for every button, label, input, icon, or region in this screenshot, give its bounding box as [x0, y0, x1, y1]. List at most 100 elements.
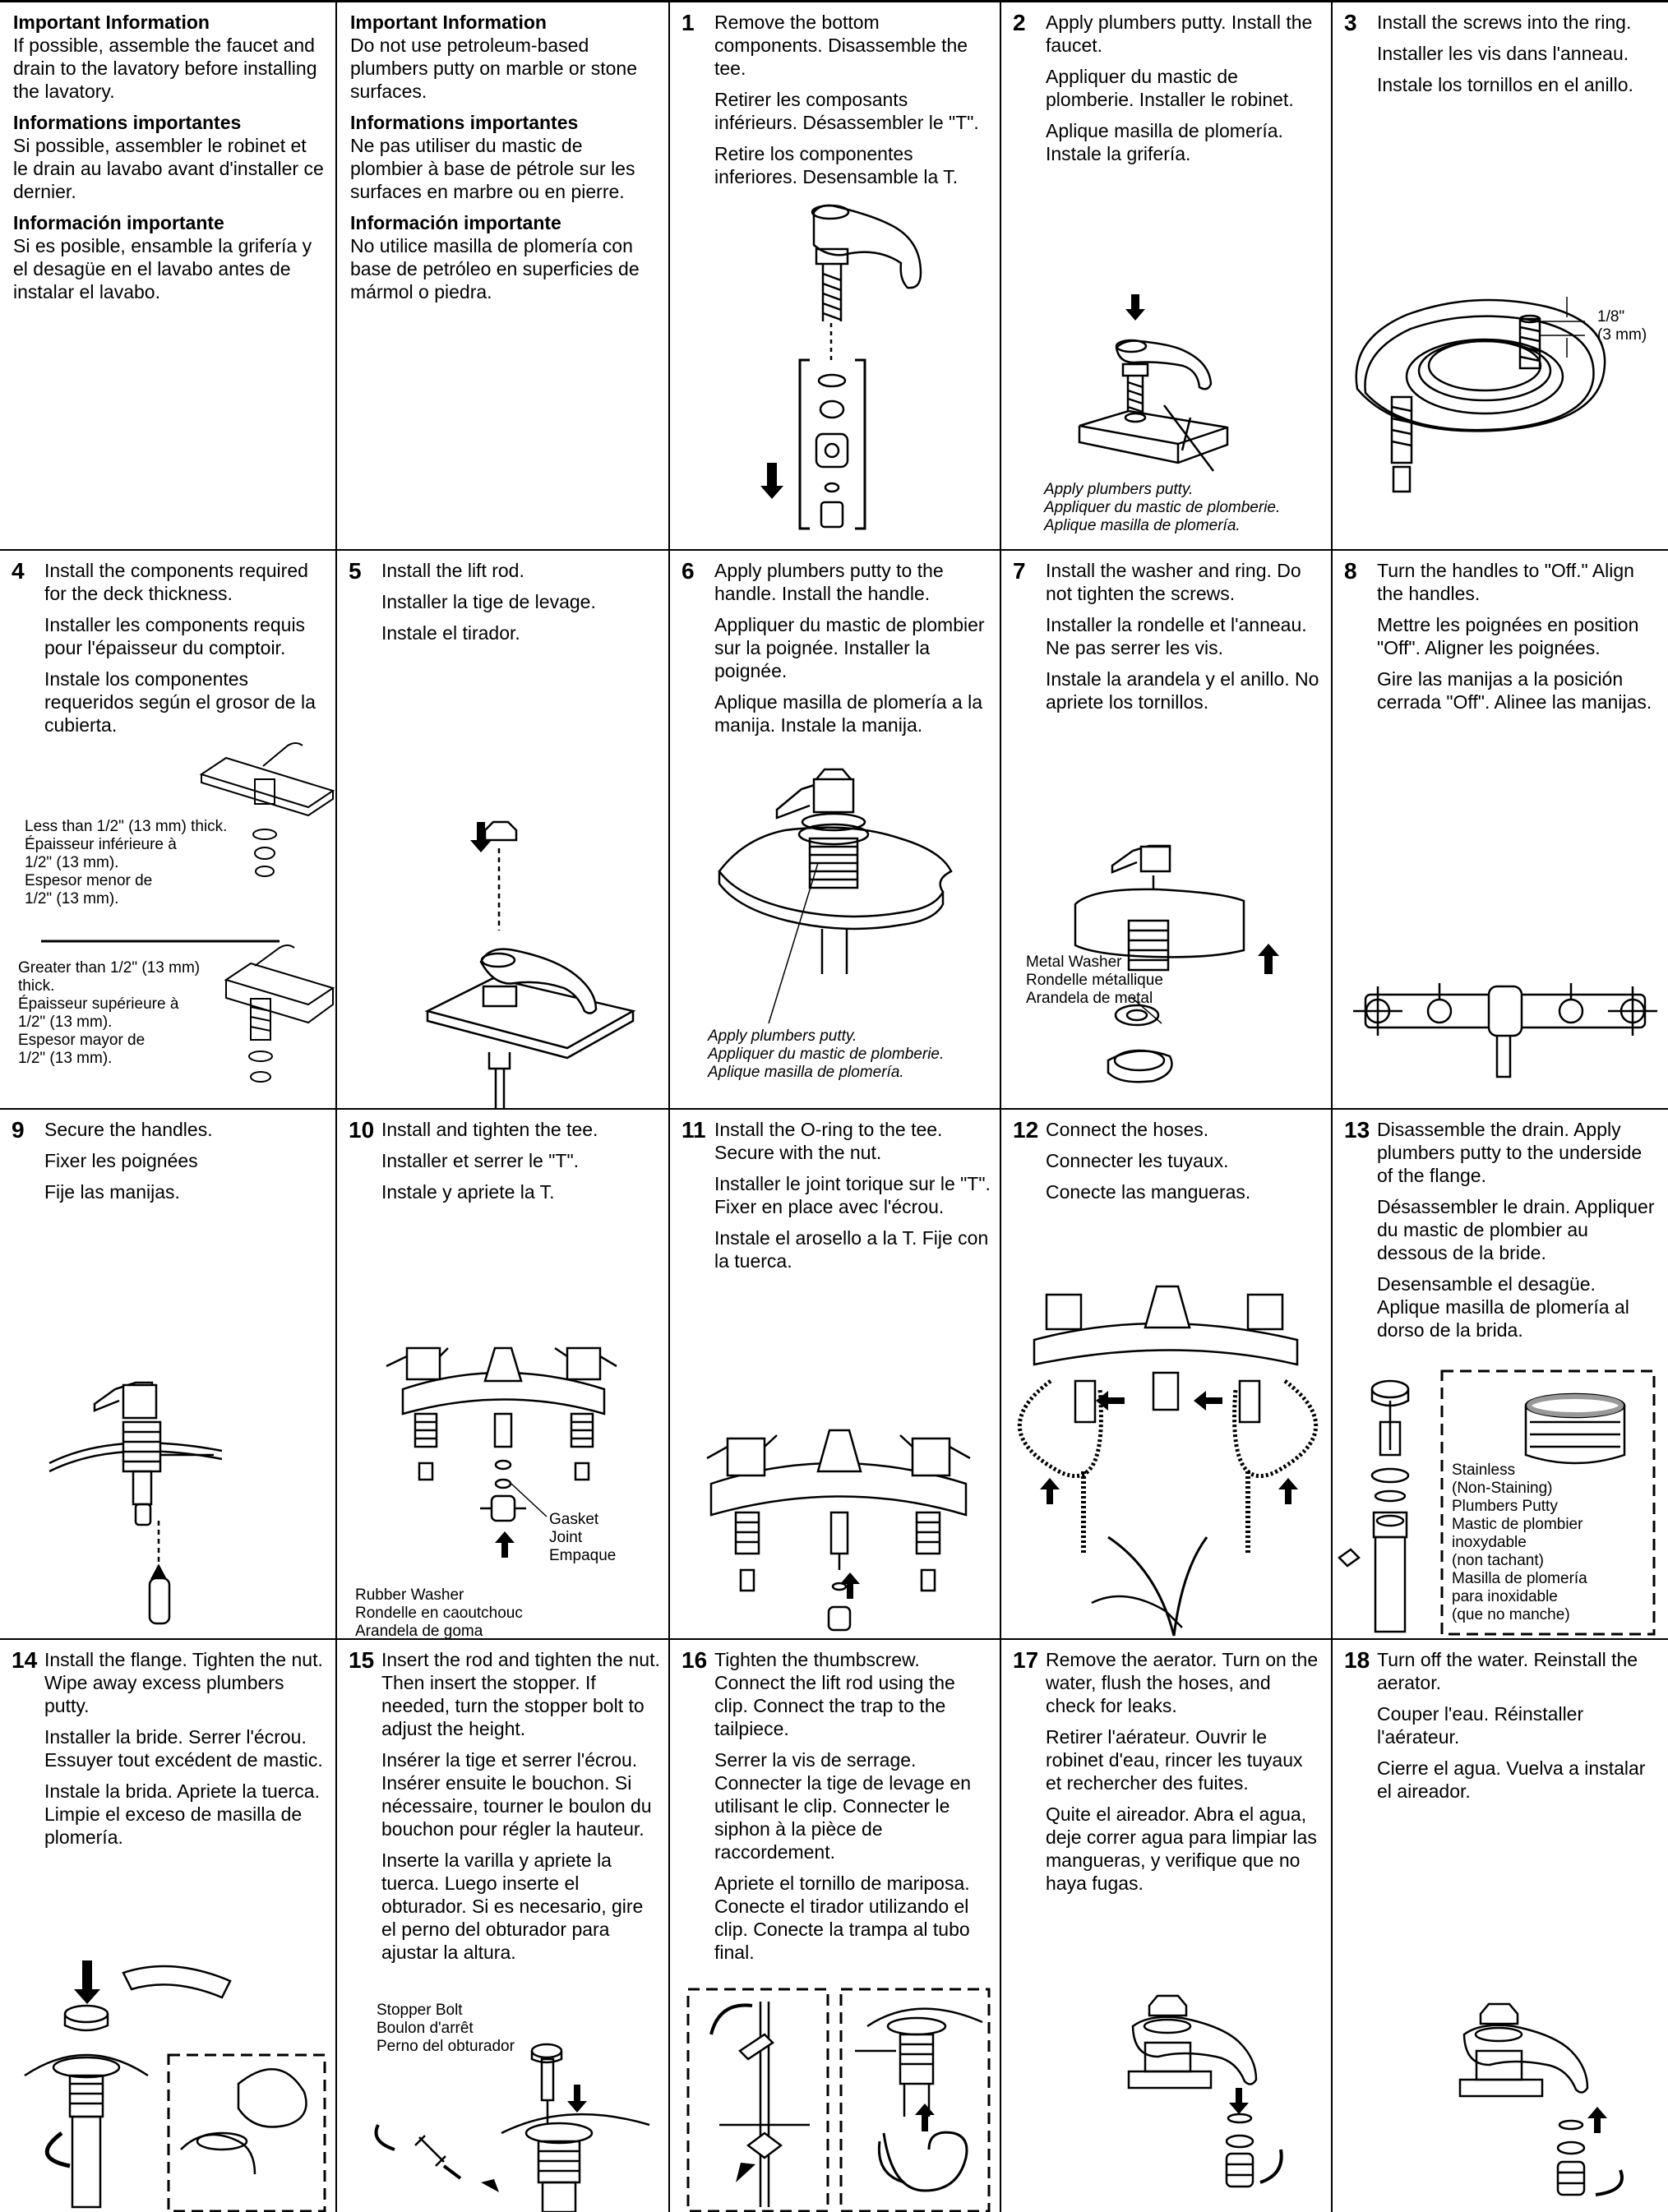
step-text-es: Gire las manijas a la posición cerrada "… — [1377, 668, 1652, 713]
caption-line: Stainless — [1452, 1462, 1516, 1479]
caption-line: 1/2" (13 mm). — [25, 890, 119, 907]
caption-line: Épaisseur inférieure à — [25, 836, 177, 853]
step-text-es: Quite el aireador. Abra el agua, deje co… — [1046, 1803, 1317, 1894]
step-text-es: Conecte las mangueras. — [1046, 1181, 1251, 1203]
caption-line: thick. — [18, 977, 55, 995]
stainless-putty-caption: Stainless (Non-Staining) Plumbers Putty … — [1452, 1462, 1587, 1624]
step-number: 12 — [1013, 1117, 1039, 1143]
install-faucet-illustration — [1078, 294, 1229, 472]
step-text-en: Install the O-ring to the tee. Secure wi… — [714, 1119, 943, 1163]
stopper-bolt-caption: Stopper Bolt Boulon d'arrêt Perno del ob… — [377, 2002, 515, 2056]
step-text-en: Remove the bottom components. Disassembl… — [714, 12, 968, 79]
step-text-fr: Connecter les tuyaux. — [1046, 1150, 1229, 1171]
step-14: 14 Install the flange. Tighten the nut. … — [0, 1640, 337, 2212]
step-text-es: Instale el arosello a la T. Fije con la … — [714, 1227, 989, 1272]
caption-line: Apply plumbers putty. — [1044, 481, 1194, 498]
caption-line: Arandela de metal — [1026, 990, 1153, 1007]
step-number: 6 — [682, 558, 695, 584]
greater-thick-caption: Greater than 1/2" (13 mm) thick. Épaisse… — [18, 959, 200, 1068]
down-arrow-icon — [470, 822, 492, 852]
remove-aerator-illustration — [1127, 1994, 1283, 2188]
align-handles-illustration — [1353, 983, 1657, 1078]
up-arrow-icon — [1587, 2107, 1607, 2133]
step-text-en: Install the lift rod. — [381, 560, 524, 581]
step-9: 9 Secure the handles. Fixer les poignées… — [0, 1110, 337, 1640]
step-number: 14 — [12, 1647, 38, 1673]
caption-line: Gasket — [549, 1511, 599, 1528]
step-text-fr: Retirer les composants inférieurs. Désas… — [714, 89, 979, 133]
caption-line: (que no manche) — [1452, 1606, 1570, 1623]
caption-line: Stopper Bolt — [377, 2002, 463, 2019]
caption-line: Aplique masilla de plomería. — [1044, 517, 1241, 534]
step-text-en: Secure the handles. — [44, 1119, 213, 1140]
step-text-fr: Installer les vis dans l'anneau. — [1377, 43, 1629, 64]
step-text-fr: Installer la tige de levage. — [381, 591, 596, 612]
info-heading: Información importante — [13, 212, 224, 233]
step-number: 1 — [682, 10, 695, 35]
washer-ring-illustration — [1074, 844, 1279, 1083]
o-ring-tee-illustration — [706, 1429, 971, 1632]
down-arrow-icon — [567, 2085, 587, 2113]
gap-caption: 1/8" (3 mm) — [1597, 308, 1647, 344]
caption-line: Mastic de plombier — [1452, 1516, 1583, 1533]
step-number: 9 — [12, 1117, 25, 1143]
caption-line: Aplique masilla de plomería. — [708, 1064, 904, 1081]
step-text-es: Instale la brida. Apriete la tuerca. Lim… — [44, 1780, 320, 1848]
step-text-fr: Installer et serrer le "T". — [381, 1150, 580, 1171]
caption-line: Appliquer du mastic de plomberie. — [708, 1046, 945, 1063]
metal-washer-caption: Metal Washer Rondelle métallique Arandel… — [1026, 954, 1163, 1008]
step-10: 10 Install and tighten the tee. Installe… — [337, 1110, 670, 1640]
step-5: 5 Install the lift rod. Installer la tig… — [337, 551, 670, 1110]
step-12: 12 Connect the hoses. Connecter les tuya… — [1001, 1110, 1333, 1640]
step-4: 4 Install the components required for th… — [0, 551, 337, 1110]
caption-line: Rondelle en caoutchouc — [355, 1605, 523, 1622]
caption-line: inoxydable — [1452, 1534, 1527, 1551]
secure-handles-illustration — [49, 1381, 223, 1625]
step-text-fr: Installer les components requis pour l'é… — [44, 614, 306, 658]
step-text-en: Remove the aerator. Turn on the water, f… — [1046, 1649, 1319, 1716]
step-number: 10 — [349, 1117, 375, 1143]
step-text-en: Disassemble the drain. Apply plumbers pu… — [1377, 1119, 1643, 1186]
step-text-fr: Mettre les poignées en position "Off". A… — [1377, 614, 1639, 658]
step-text-es: Inserte la varilla y apriete la tuerca. … — [381, 1849, 644, 1963]
step-8: 8 Turn the handles to "Off." Align the h… — [1333, 551, 1668, 1110]
step-13: 13 Disassemble the drain. Apply plumbers… — [1333, 1110, 1668, 1640]
info-heading: Información importante — [350, 212, 561, 233]
step-text-en: Turn the handles to "Off." Align the han… — [1377, 560, 1634, 604]
step-text-es: Instale la arandela y el anillo. No apri… — [1046, 668, 1319, 713]
step-text-es: Instale y apriete la T. — [381, 1181, 555, 1203]
step-text-es: Aplique masilla de plomería. Instale la … — [1046, 120, 1283, 164]
info-text: Si es posible, ensamble la grifería y el… — [13, 235, 312, 302]
step-3: 3 Install the screws into the ring. Inst… — [1333, 0, 1668, 551]
down-arrow-icon — [1125, 294, 1145, 321]
caption-line: Épaisseur supérieure à — [18, 995, 179, 1013]
left-arrow-icon — [1096, 1391, 1125, 1411]
right-arrow-icon — [481, 2179, 499, 2192]
up-arrow-icon — [915, 2103, 935, 2131]
up-arrow-icon — [840, 1572, 860, 1599]
step-text-en: Apply plumbers putty to the handle. Inst… — [714, 560, 944, 604]
step-text-en: Connect the hoses. — [1046, 1119, 1209, 1140]
step-1: 1 Remove the bottom components. Disassem… — [670, 0, 1001, 551]
step-number: 18 — [1344, 1647, 1370, 1673]
down-arrow-icon — [760, 463, 783, 499]
info-heading: Important Information — [13, 12, 210, 33]
step-text-en: Insert the rod and tighten the nut. Then… — [381, 1649, 660, 1739]
caption-line: Joint — [549, 1529, 583, 1546]
caption-line: 1/2" (13 mm). — [18, 1014, 113, 1031]
info-text: No utilice masilla de plomería con base … — [350, 235, 640, 302]
info-heading: Informations importantes — [13, 112, 242, 133]
reinstall-aerator-illustration — [1458, 2002, 1624, 2196]
step-text-fr: Serrer la vis de serrage. Connecter la t… — [714, 1749, 971, 1863]
step-number: 11 — [682, 1117, 706, 1143]
step-number: 2 — [1013, 10, 1026, 35]
caption-line: Plumbers Putty — [1452, 1498, 1558, 1515]
drain-putty-illustration — [1338, 1369, 1656, 1636]
info-text: Si possible, assembler le robinet et le … — [13, 135, 324, 202]
step-text-en: Install the components required for the … — [44, 560, 308, 604]
step-number: 17 — [1013, 1647, 1039, 1673]
step-text-es: Instale los tornillos en el anillo. — [1377, 74, 1633, 95]
step-number: 16 — [682, 1647, 708, 1673]
